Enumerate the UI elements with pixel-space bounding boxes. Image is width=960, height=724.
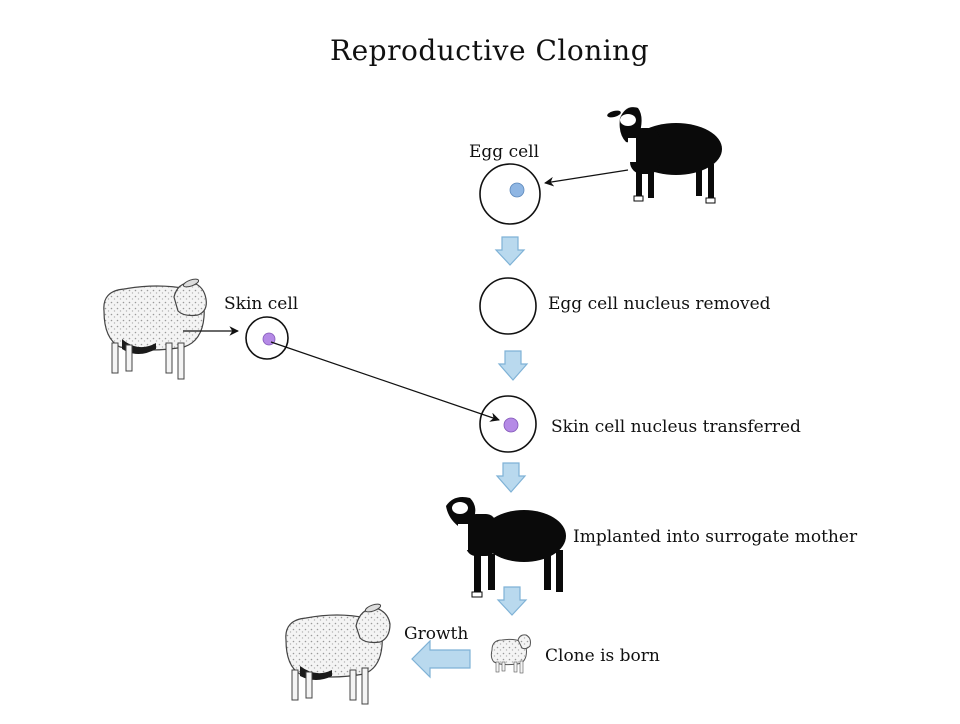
flow-arrow-4 bbox=[496, 586, 528, 616]
flow-arrow-3 bbox=[495, 462, 527, 493]
flow-arrow-1 bbox=[494, 236, 526, 266]
egg-cell-nucleus bbox=[509, 182, 525, 198]
surrogate-mother-sheep-icon bbox=[446, 497, 566, 598]
egg-cell bbox=[479, 163, 541, 225]
skin-cell bbox=[245, 316, 289, 360]
skin-cell-label: Skin cell bbox=[224, 294, 299, 314]
nucleus-removed-label: Egg cell nucleus removed bbox=[548, 294, 771, 314]
flow-arrow-2 bbox=[497, 350, 529, 381]
growth-arrow bbox=[411, 639, 471, 679]
growth-label: Growth bbox=[404, 624, 469, 644]
clone-born-label: Clone is born bbox=[545, 646, 660, 666]
clone-lamb-icon bbox=[490, 634, 531, 674]
enucleated-egg-cell bbox=[479, 277, 537, 335]
egg-cell-label: Egg cell bbox=[469, 142, 540, 162]
transferred-nucleus bbox=[503, 417, 519, 433]
implanted-label: Implanted into surrogate mother bbox=[573, 527, 858, 547]
egg-donor-sheep-icon bbox=[607, 107, 722, 204]
diagram-title: Reproductive Cloning bbox=[330, 34, 650, 67]
nucleus-transfer-arrow bbox=[270, 341, 500, 422]
grown-clone-sheep-icon bbox=[285, 603, 391, 705]
nucleus-transferred-label: Skin cell nucleus transferred bbox=[551, 417, 801, 437]
egg-donor-arrow bbox=[544, 169, 629, 187]
skin-donor-sheep-icon bbox=[103, 278, 207, 380]
reconstructed-egg-cell bbox=[479, 395, 537, 453]
